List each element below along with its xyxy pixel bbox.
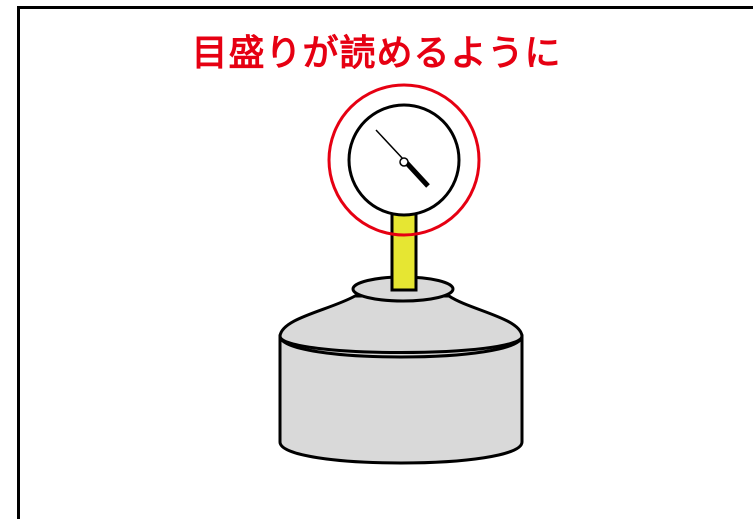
highlight-ring xyxy=(327,83,481,237)
pressure-gauge-icon xyxy=(347,103,461,217)
tank-rim xyxy=(278,335,524,359)
gauge-needle-tail xyxy=(375,129,405,161)
gauge-pipe xyxy=(390,206,418,292)
instruction-caption: 目盛りが読めるように xyxy=(191,33,562,74)
tank-body xyxy=(278,275,524,465)
gauge-pivot xyxy=(399,157,409,167)
tank-cylinder xyxy=(278,334,524,465)
tank-shoulder xyxy=(278,294,524,354)
